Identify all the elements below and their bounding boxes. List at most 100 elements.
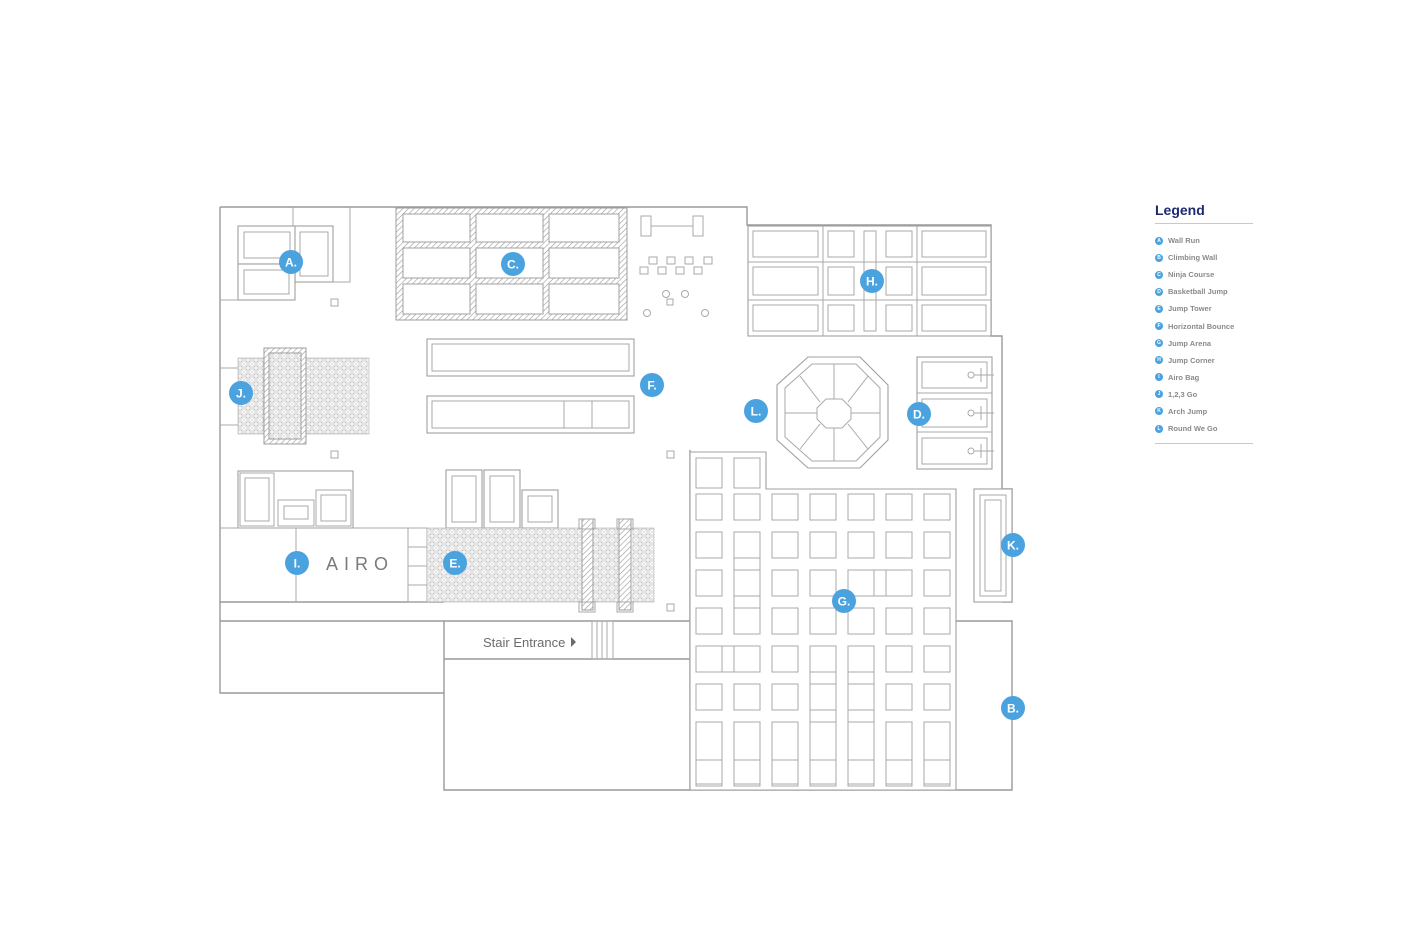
marker-pin-circle — [1001, 533, 1025, 557]
legend-item: L Round We Go — [1155, 420, 1253, 437]
legend-item-label: Wall Run — [1168, 236, 1200, 246]
legend-marker-dot: H — [1155, 356, 1163, 365]
marker-pin-label: L. — [751, 405, 762, 419]
arena-cell — [733, 493, 761, 521]
marker-pin-j[interactable]: J. — [229, 381, 253, 405]
arena-cell — [733, 683, 761, 711]
marker-pin-k[interactable]: K. — [1001, 533, 1025, 557]
arena-cell — [923, 607, 951, 635]
legend-marker-dot: E — [1155, 304, 1163, 313]
arena-cell — [847, 645, 875, 785]
legend-item-label: Climbing Wall — [1168, 253, 1218, 263]
legend-marker-dot: I — [1155, 373, 1163, 382]
legend-item-label: Jump Tower — [1168, 304, 1212, 314]
marker-pin-label: D. — [913, 408, 925, 422]
marker-pin-label: K. — [1007, 539, 1019, 553]
arena-cell — [885, 683, 913, 711]
arena-cell — [923, 493, 951, 521]
legend-marker-dot: B — [1155, 253, 1163, 262]
marker-pin-b[interactable]: B. — [1001, 696, 1025, 720]
arena-cell — [885, 607, 913, 635]
arena-cell — [847, 531, 875, 559]
marker-pin-label: E. — [449, 557, 460, 571]
marker-pin-circle — [279, 250, 303, 274]
arena-cell — [771, 721, 799, 785]
legend-marker-dot: D — [1155, 287, 1163, 296]
legend-item-label: 1,2,3 Go — [1168, 389, 1198, 399]
arena-cell — [771, 645, 799, 673]
marker-pin-label: I. — [294, 557, 301, 571]
arena-cell — [695, 531, 723, 559]
arena-cell — [885, 531, 913, 559]
marker-pin-a[interactable]: A. — [279, 250, 303, 274]
marker-pin-circle — [907, 402, 931, 426]
arena-cell — [695, 607, 723, 635]
arena-cell — [885, 759, 913, 787]
marker-pin-d[interactable]: D. — [907, 402, 931, 426]
legend-item-label: Jump Arena — [1168, 338, 1212, 348]
legend-marker-dot: A — [1155, 236, 1163, 245]
zone-round-we-go — [776, 356, 889, 469]
legend-item-label: Round We Go — [1168, 424, 1218, 434]
arena-cell — [809, 645, 837, 785]
legend-marker-dot: C — [1155, 270, 1163, 279]
arena-cell — [885, 645, 913, 673]
arena-cell — [695, 457, 723, 489]
arena-cell — [695, 493, 723, 521]
marker-pin-label: A. — [285, 256, 297, 270]
arena-cell — [809, 607, 837, 635]
arena-cell — [695, 683, 723, 711]
legend-item: E Jump Tower — [1155, 300, 1253, 317]
arena-cell — [695, 721, 723, 785]
legend-marker-dot: K — [1155, 407, 1163, 416]
legend-marker-dot: L — [1155, 424, 1163, 433]
marker-pin-circle — [443, 551, 467, 575]
arena-cell — [771, 569, 799, 597]
marker-pin-label: C. — [507, 258, 519, 272]
equipment-cluster — [639, 215, 713, 317]
marker-pin-circle — [1001, 696, 1025, 720]
marker-pin-f[interactable]: F. — [640, 373, 664, 397]
legend-item: B Climbing Wall — [1155, 249, 1253, 266]
marker-pin-circle — [501, 252, 525, 276]
marker-pin-c[interactable]: C. — [501, 252, 525, 276]
arena-cell — [885, 721, 913, 785]
marker-pin-label: B. — [1007, 702, 1019, 716]
marker-pin-e[interactable]: E. — [443, 551, 467, 575]
zone-jump-tower — [426, 469, 655, 613]
marker-pin-g[interactable]: G. — [832, 589, 856, 613]
arena-cell — [923, 683, 951, 711]
marker-pin-h[interactable]: H. — [860, 269, 884, 293]
arrow-right-icon — [571, 637, 576, 647]
legend-marker-dot: F — [1155, 322, 1163, 331]
legend-item-label: Arch Jump — [1168, 406, 1208, 416]
marker-pin-i[interactable]: I. — [285, 551, 309, 575]
zone-123-go — [220, 347, 370, 445]
arena-cell — [847, 607, 875, 635]
pillars — [330, 298, 675, 612]
marker-pin-label: H. — [866, 275, 878, 289]
marker-pin-circle — [860, 269, 884, 293]
zone-wall-run — [220, 207, 351, 301]
legend-item: A Wall Run — [1155, 232, 1253, 249]
arena-cell — [847, 493, 875, 521]
arena-cell — [923, 531, 951, 559]
arena-cell — [923, 759, 951, 787]
arena-cell — [771, 683, 799, 711]
arena-cell — [733, 759, 761, 787]
arena-cell — [923, 569, 951, 597]
legend-title: Legend — [1155, 202, 1253, 224]
marker-pin-circle — [229, 381, 253, 405]
marker-pin-l[interactable]: L. — [744, 399, 768, 423]
arena-cell — [809, 531, 837, 559]
arena-cell — [733, 721, 761, 785]
stair-entrance: Stair Entrance — [483, 620, 614, 660]
arena-cell — [809, 493, 837, 521]
zone-jump-arena — [689, 451, 957, 791]
arena-cell — [695, 645, 761, 673]
zone-airo-bag-area: AIRO — [220, 470, 428, 603]
